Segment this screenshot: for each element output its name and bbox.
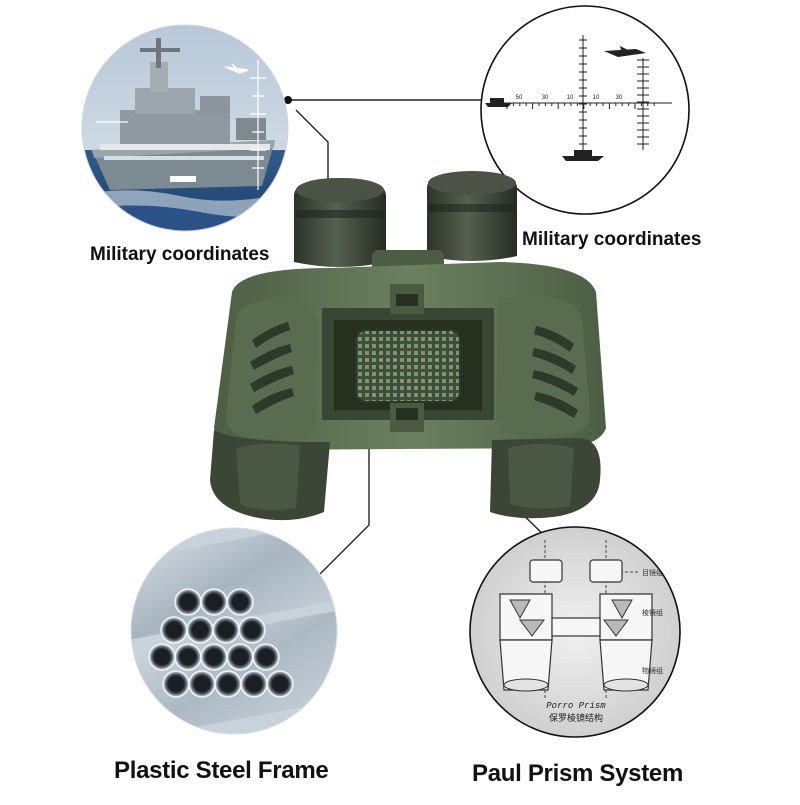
right-eyepiece [427,172,517,261]
steel-frame-image [131,528,337,734]
prism-label-prism: 棱镜组 [642,608,663,617]
tube-end [252,643,280,671]
callout-military-coordinates-left: Military coordinates [90,244,270,265]
tube-end [212,616,240,644]
tube-end [160,616,188,644]
tube-end [214,670,242,698]
ship-view-image [82,25,288,231]
reticle-view: 50 30 10 10 30 [481,6,689,214]
tube-end [200,588,228,616]
grip-slots [250,322,578,418]
left-eyepiece [294,178,386,267]
reticle-label-1: 50 [516,95,523,101]
prism-label-objective: 物镜组 [642,666,663,675]
prism-title: Porro Prism [546,701,606,711]
focus-wheel [356,330,460,402]
tube-end [238,616,266,644]
jet-silhouette [604,46,646,57]
tube-end [200,643,228,671]
callout-paul-prism-system: Paul Prism System [472,760,684,787]
tube-end [188,670,216,698]
tube-end [186,616,214,644]
tube-ends [148,588,294,698]
tube-end [266,670,294,698]
tube-end [148,643,176,671]
ship-silhouette [562,150,604,161]
callout-plastic-steel-frame: Plastic Steel Frame [114,757,329,784]
tube-end [174,588,202,616]
prism-subtitle: 保罗棱镜结构 [549,712,603,723]
reticle-label-3: 10 [567,95,574,101]
leader-line-frame [313,428,370,581]
reticle-label-4: 10 [593,95,600,101]
reticle-label-2: 30 [542,95,549,101]
prism-rim [469,526,681,738]
reticle-label-5: 30 [616,95,623,101]
tank-silhouette [485,98,512,107]
callout-military-coordinates-right: Military coordinates [522,229,702,250]
reticle-right-scale [637,58,649,150]
tube-end [162,670,190,698]
tube-end [240,670,268,698]
binoculars-image [210,171,606,521]
tube-end [226,643,254,671]
reticle-rim [480,5,690,215]
prism-diagram: 目镜组 棱镜组 物镜组 Porro Prism 保罗棱镜结构 [470,527,680,737]
leader-dot-ship [284,96,292,104]
tube-end [226,588,254,616]
prism-label-eyepiece: 目镜组 [642,568,663,577]
tube-end [174,643,202,671]
